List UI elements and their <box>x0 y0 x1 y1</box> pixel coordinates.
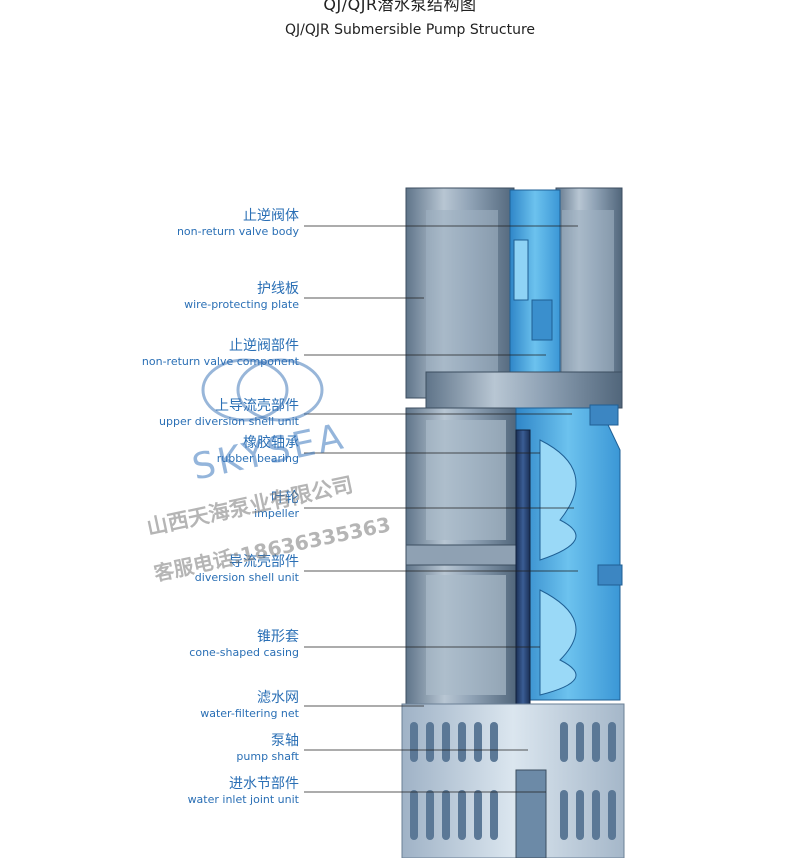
label-water-filtering-net: 滤水网 water-filtering net <box>200 689 299 721</box>
watermark-logo-icon <box>201 358 324 422</box>
label-zh: 锥形套 <box>257 629 299 645</box>
label-en: cone-shaped casing <box>189 646 299 659</box>
label-en: water inlet joint unit <box>187 793 299 806</box>
label-zh: 止逆阀体 <box>243 208 299 224</box>
label-zh: 橡胶轴承 <box>243 435 299 451</box>
label-diversion-shell: 导流壳部件 diversion shell unit <box>195 553 299 585</box>
valve-body <box>405 187 623 399</box>
valve-component <box>509 189 561 401</box>
label-en: pump shaft <box>236 750 299 763</box>
label-impeller: 叶轮 impeller <box>254 489 299 521</box>
label-en: impeller <box>254 507 299 520</box>
label-zh: 滤水网 <box>257 690 299 706</box>
label-en: rubber bearing <box>216 452 299 465</box>
impeller-area <box>515 404 623 701</box>
label-water-inlet-joint: 进水节部件 water inlet joint unit <box>188 775 299 807</box>
upper-diversion-ring <box>425 371 623 409</box>
label-rubber-bearing: 橡胶轴承 rubber bearing <box>217 434 299 466</box>
label-zh: 护线板 <box>257 281 299 297</box>
casing <box>405 407 517 709</box>
label-en: water-filtering net <box>200 707 299 720</box>
leader-lines <box>304 225 578 793</box>
label-en: non-return valve body <box>176 225 299 238</box>
filter-net <box>401 703 625 858</box>
label-zh: 进水节部件 <box>229 776 299 792</box>
label-en: diversion shell unit <box>194 571 299 584</box>
label-zh: 止逆阀部件 <box>229 338 299 354</box>
label-zh: 叶轮 <box>271 490 299 506</box>
label-zh: 泵轴 <box>271 733 299 749</box>
label-wire-protecting-plate: 护线板 wire-protecting plate <box>184 280 299 312</box>
label-en: wire-protecting plate <box>184 298 299 311</box>
page-title-en: QJ/QJR Submersible Pump Structure <box>284 22 536 38</box>
label-non-return-valve-body: 止逆阀体 non-return valve body <box>177 207 299 239</box>
label-zh: 导流壳部件 <box>229 554 299 570</box>
label-cone-shaped-casing: 锥形套 cone-shaped casing <box>189 628 299 660</box>
label-pump-shaft: 泵轴 pump shaft <box>236 732 299 764</box>
